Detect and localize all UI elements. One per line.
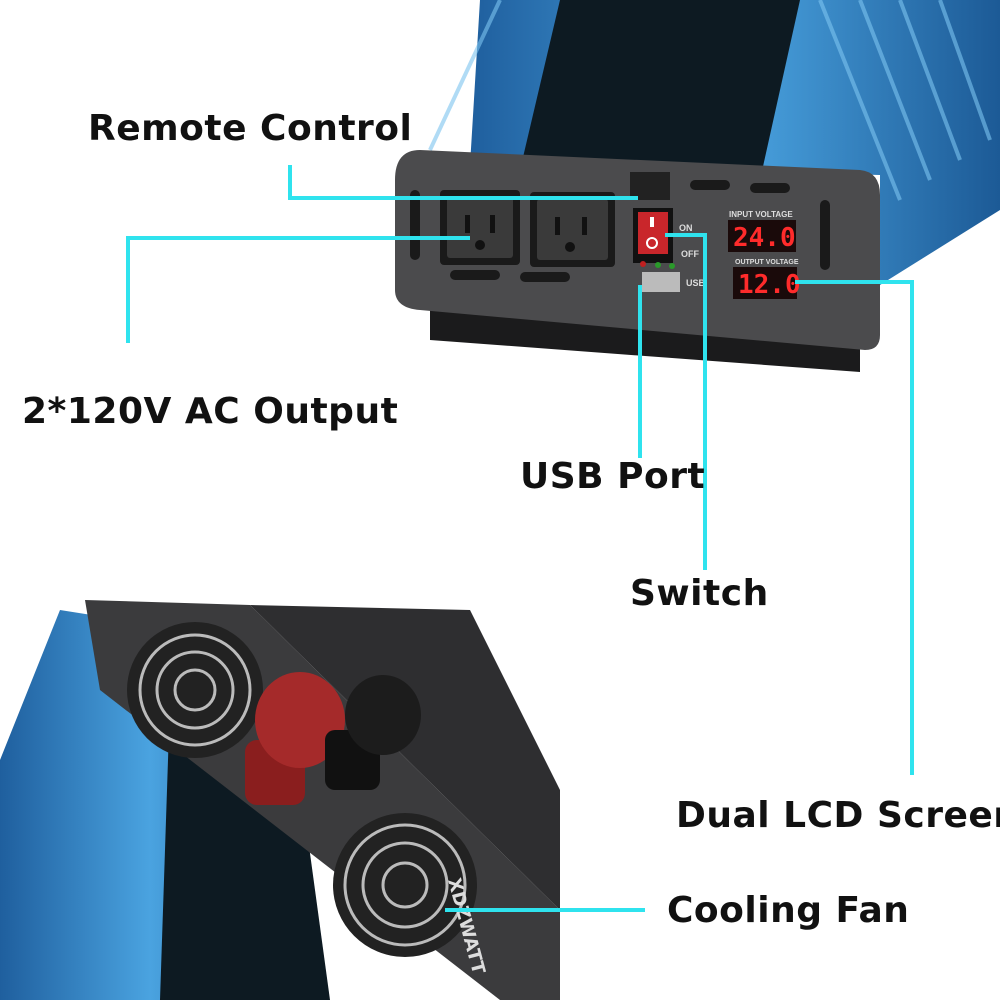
output-voltage-label: OUTPUT VOLTAGE [735, 259, 799, 266]
switch-label: Switch [630, 573, 769, 614]
switch-on-text: ON [679, 223, 693, 233]
output-voltage-value: 12.0 [738, 270, 801, 300]
ac-output-line [126, 236, 470, 343]
input-voltage-display [728, 220, 796, 252]
cooling-fan-label: Cooling Fan [667, 890, 910, 931]
switch-line [665, 233, 707, 570]
input-voltage-value: 24.0 [733, 223, 796, 253]
inverter-top-housing [428, 0, 1000, 285]
negative-terminal [325, 675, 421, 790]
usb-port-label: USB Port [520, 456, 706, 497]
cooling-fan-1 [127, 622, 263, 758]
remote-control-label: Remote Control [88, 108, 413, 149]
front-panel: ON OFF USB INPUT VOLTAGE 24.0 OUTPUT VOL… [395, 150, 880, 372]
remote-port [630, 172, 670, 200]
usb-text: USB [686, 278, 706, 288]
cooling-fan-2 [333, 813, 477, 957]
switch-off-text: OFF [681, 249, 699, 259]
usb-port [642, 272, 680, 292]
callout-lines [126, 165, 914, 912]
dual-lcd-label: Dual LCD Screen [676, 795, 1000, 836]
dual-lcd-line [795, 280, 914, 775]
ac-output-label: 2*120V AC Output [22, 391, 399, 432]
output-voltage-display [733, 267, 797, 299]
positive-terminal [245, 672, 345, 805]
inverter-bottom: XDZWATT [0, 600, 560, 1000]
input-voltage-label: INPUT VOLTAGE [729, 210, 793, 219]
remote-control-line [288, 165, 638, 200]
